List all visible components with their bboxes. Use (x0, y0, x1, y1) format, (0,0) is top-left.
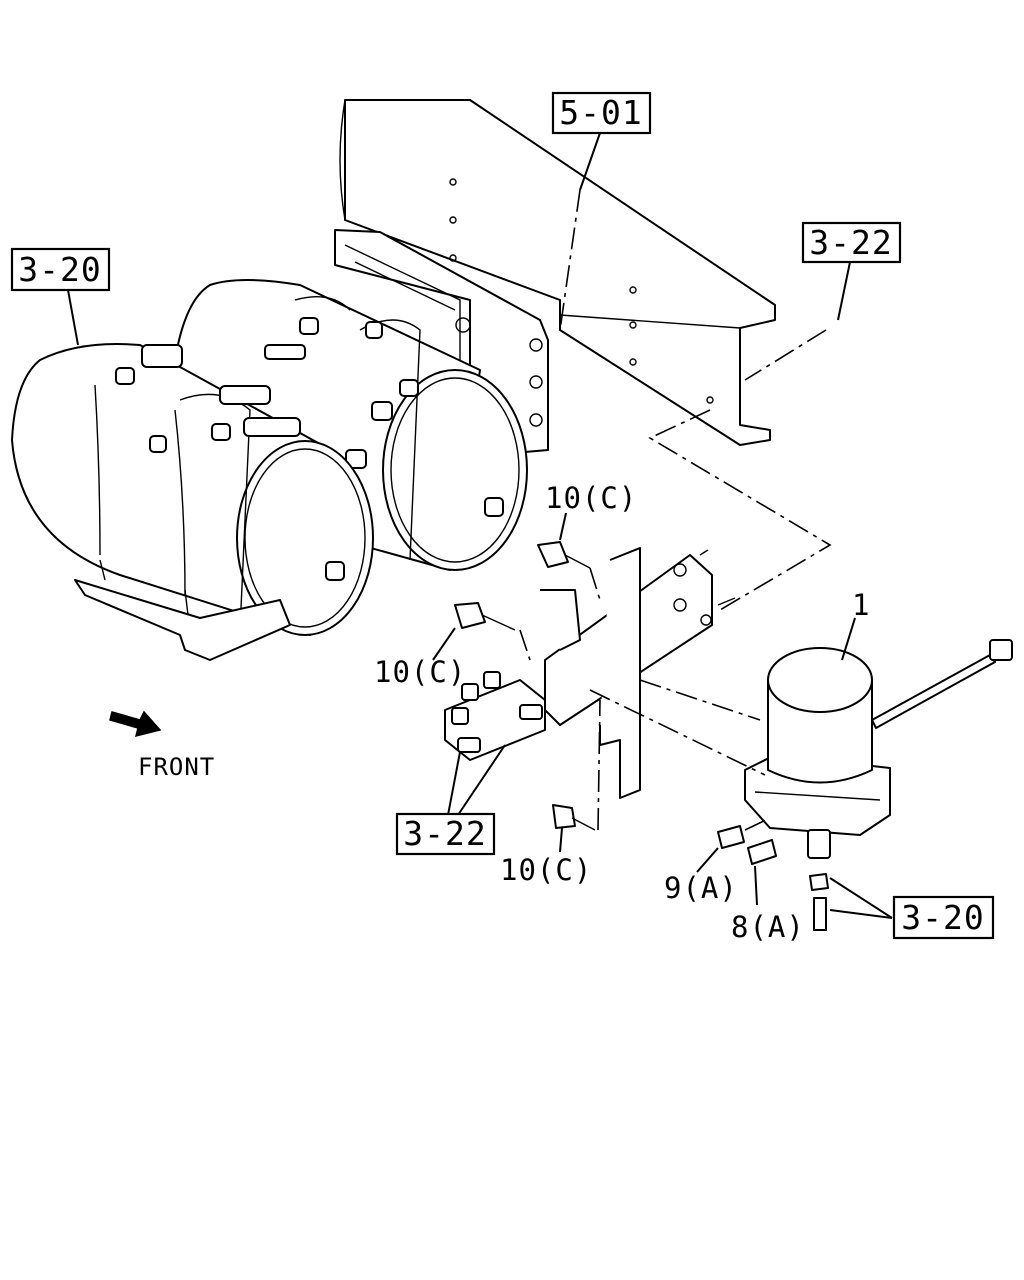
front-direction-label: FRONT (138, 753, 215, 781)
pipe-shape (813, 897, 827, 931)
air-dryer (717, 639, 1013, 931)
ref-fitting-text: 3-20 (901, 898, 984, 937)
bolt-shape-mid (454, 602, 486, 629)
tank-cradle (74, 559, 291, 661)
ref-box-frame: 5-01 (551, 91, 652, 135)
ref-box-fitting: 3-20 (892, 895, 995, 940)
protection-valve (444, 671, 546, 761)
front-arrow-icon (109, 710, 162, 738)
ref-valve-text: 3-22 (403, 814, 486, 853)
part-label-bolt-bottom: 10(C) (500, 853, 592, 887)
part-label-dryer: 1 (852, 588, 870, 622)
ref-box-valve: 3-22 (395, 812, 496, 856)
ref-frame-text: 5-01 (559, 93, 642, 132)
ref-box-nut: 3-22 (801, 221, 902, 264)
frame-holes (449, 178, 714, 404)
front-tank-fittings (115, 344, 345, 581)
leader-lines (67, 132, 893, 919)
part-label-fitting-9: 9(A) (664, 871, 738, 905)
dryer-bracket (454, 541, 736, 831)
elbow-shape (809, 873, 829, 891)
ref-tank-text: 3-20 (18, 250, 101, 289)
rear-tank-fittings (264, 317, 504, 517)
part-label-bolt-top: 10(C) (545, 481, 637, 515)
air-tank-front (11, 343, 374, 636)
frame-rail (339, 99, 776, 446)
ref-nut-text: 3-22 (809, 223, 892, 262)
ref-box-tank: 3-20 (10, 247, 111, 292)
fitting-9-shape (717, 825, 745, 849)
fitting-8-shape (747, 839, 777, 865)
part-label-fitting-8: 8(A) (731, 910, 805, 944)
part-label-bolt-mid: 10(C) (374, 655, 466, 689)
bolt-shape-bottom (552, 804, 576, 829)
bolt-shape-top (537, 541, 569, 568)
